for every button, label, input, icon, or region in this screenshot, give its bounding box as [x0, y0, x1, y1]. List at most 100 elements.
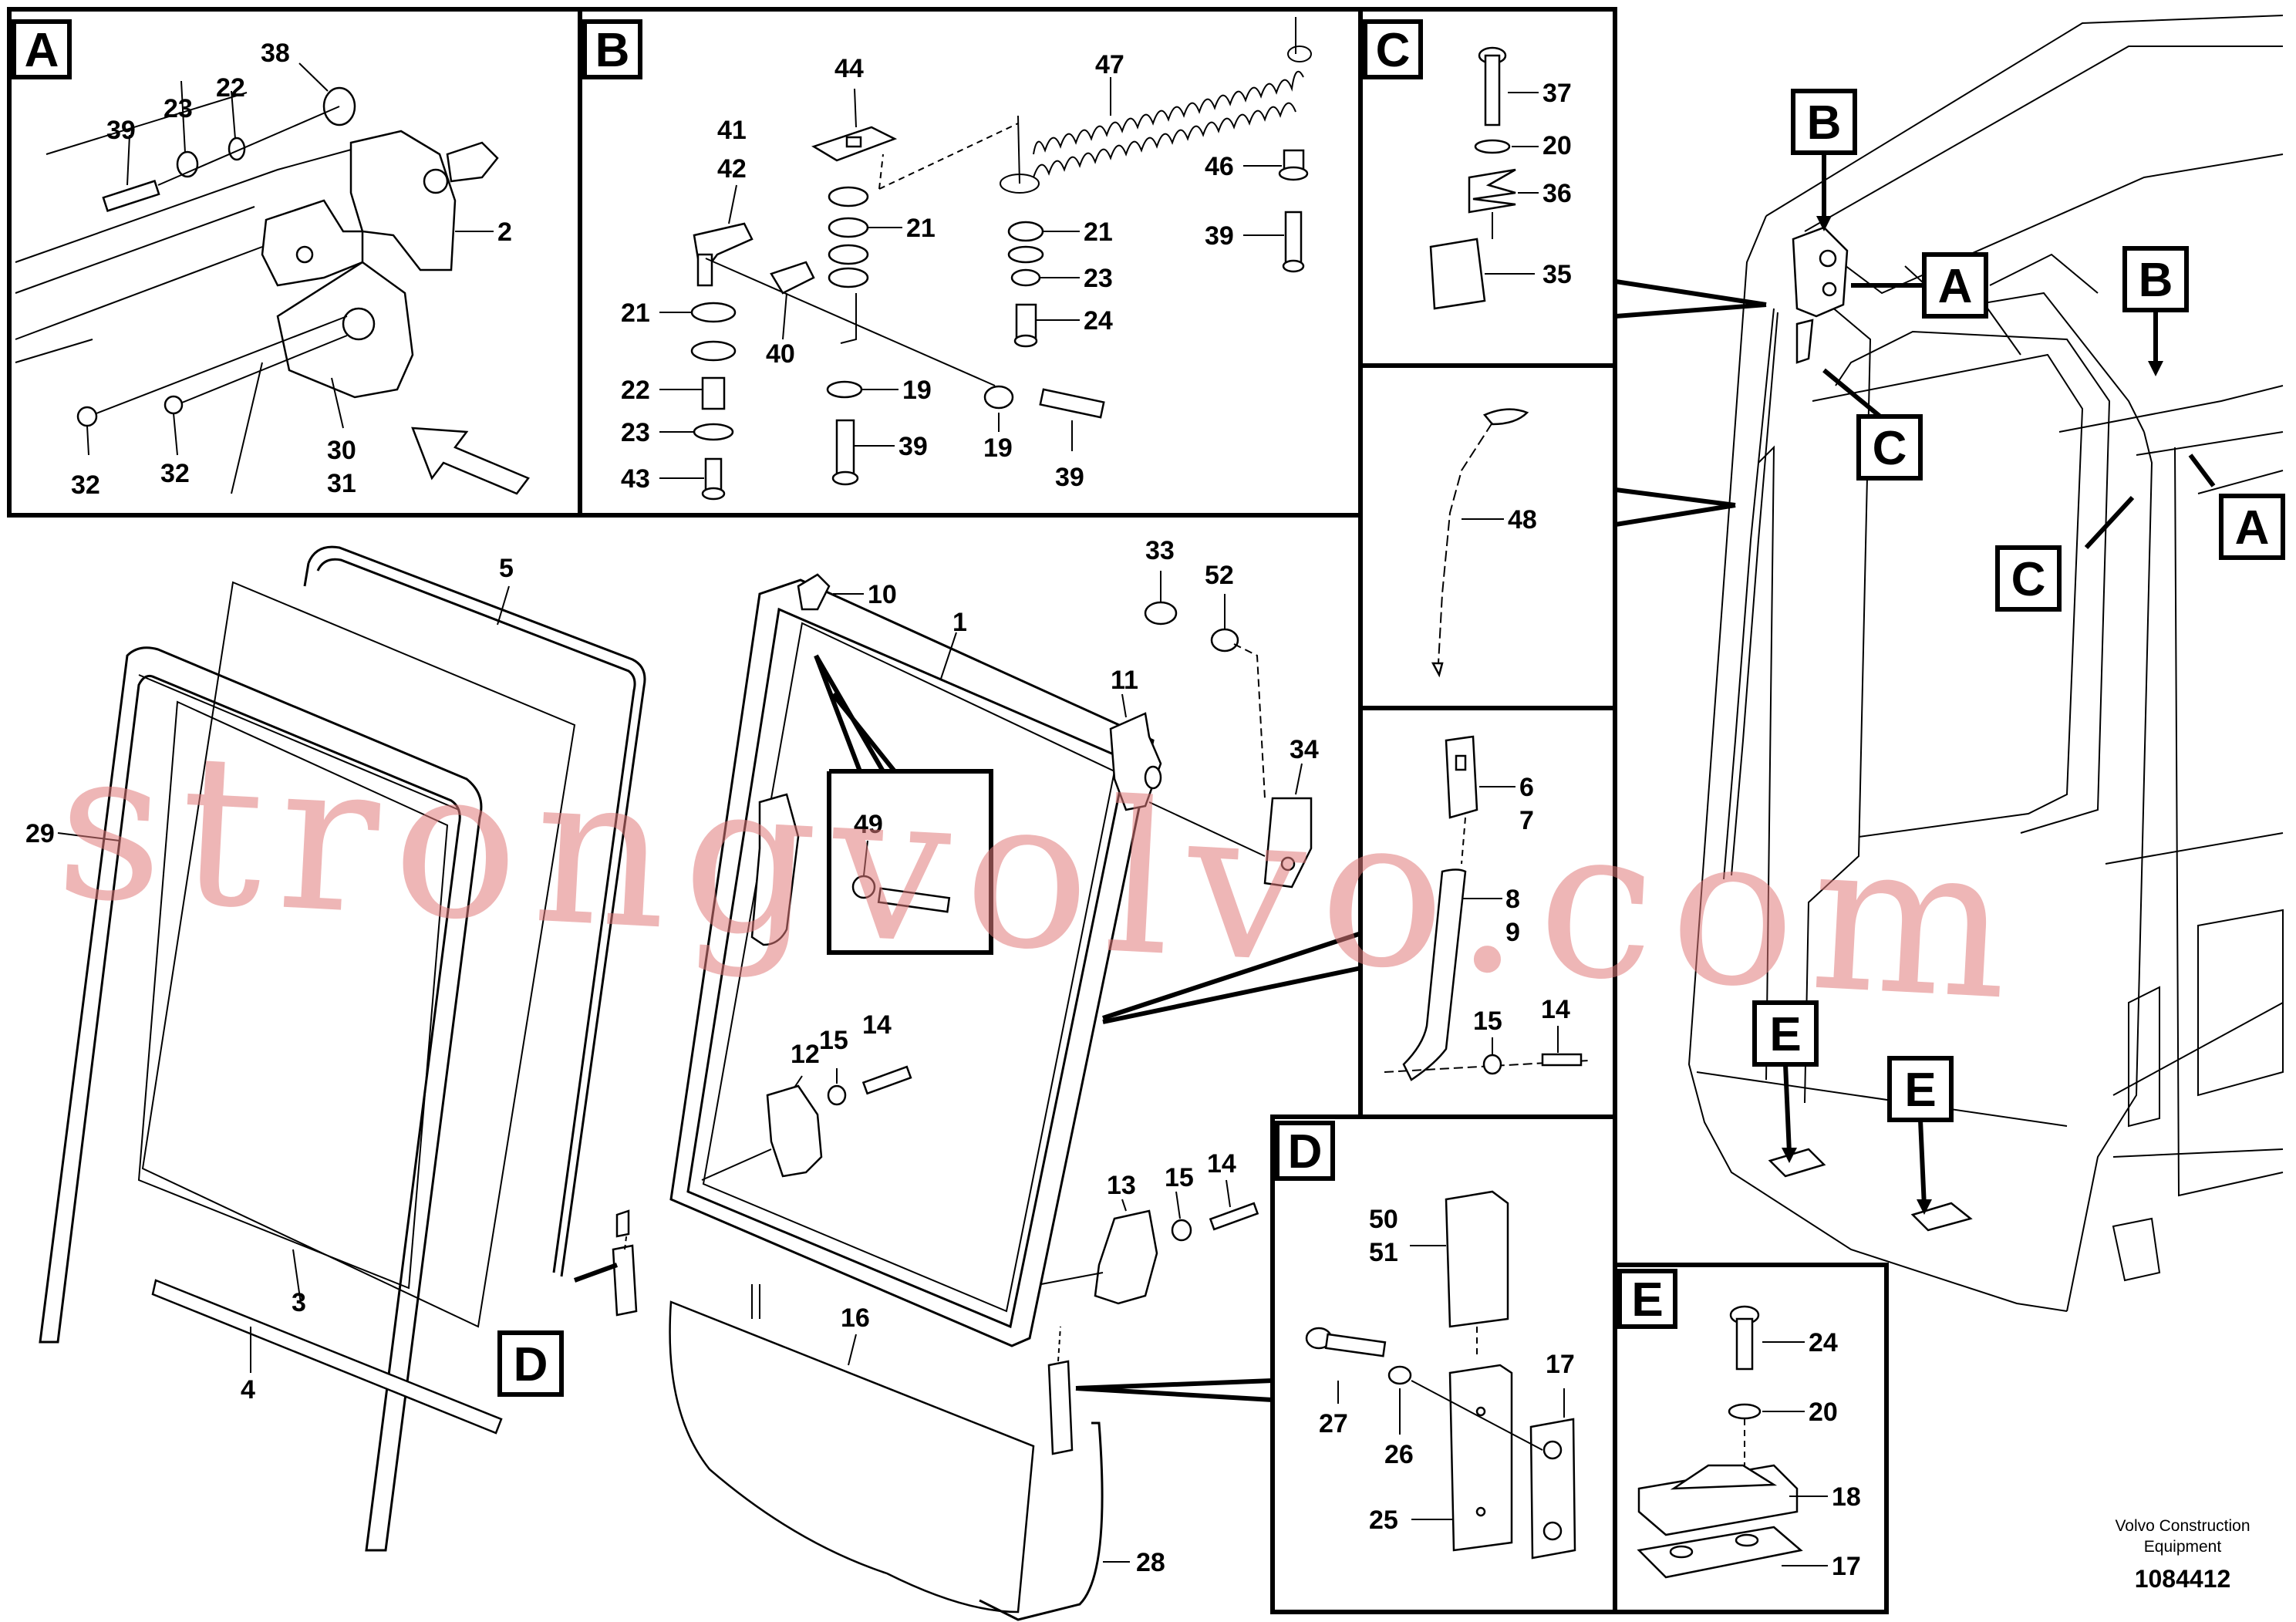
part-label: 24 — [1084, 306, 1113, 336]
part-label: 9 — [1505, 918, 1520, 947]
part-label: 14 — [1541, 995, 1570, 1024]
part-label: 39 — [1055, 463, 1084, 492]
part-label: 19 — [983, 433, 1013, 463]
part-label: 43 — [621, 464, 650, 494]
part-label: 36 — [1542, 179, 1572, 208]
part-label: 29 — [25, 819, 55, 848]
part-label: 50 — [1369, 1205, 1398, 1234]
part-label: 42 — [717, 154, 747, 184]
panel-frames — [7, 7, 1889, 1614]
panel-c-label: C — [1363, 19, 1423, 79]
part-label: 28 — [1136, 1548, 1165, 1577]
part-label: 22 — [216, 73, 245, 103]
callout-letter: D — [514, 1338, 548, 1391]
part-label: 33 — [1145, 536, 1175, 565]
callout-boxes: A B C D E B A B — [12, 19, 2285, 1397]
panel-d-letter: D — [1288, 1125, 1323, 1179]
part-label: 4 — [241, 1375, 255, 1404]
callout-e-left: E — [1752, 1000, 1819, 1067]
part-label: 39 — [106, 116, 136, 145]
part-label: 47 — [1095, 50, 1124, 79]
part-label: 23 — [164, 94, 193, 123]
part-label: 38 — [261, 39, 290, 68]
company-name-line2: Equipment — [2144, 1538, 2222, 1556]
panel-b-label: B — [582, 19, 642, 79]
part-label: 21 — [906, 214, 936, 243]
door-assembly: 5 29 3 4 1 10 33 52 11 34 49 12 15 14 13… — [25, 536, 1362, 1621]
part-label: 3 — [292, 1288, 306, 1317]
callout-b-right: B — [2122, 246, 2189, 312]
callout-a-top: A — [1922, 252, 1988, 319]
part-label: 11 — [1111, 666, 1138, 695]
part-label: 39 — [1205, 221, 1234, 251]
callout-letter: A — [1938, 260, 1973, 313]
part-label: 15 — [1165, 1163, 1194, 1192]
panel-a: 39 23 22 38 2 30 31 32 32 — [15, 39, 530, 500]
part-label: 40 — [766, 339, 795, 369]
cabin-outline — [573, 15, 2284, 1312]
part-label: 46 — [1205, 152, 1234, 181]
part-label: 23 — [621, 418, 650, 447]
part-label: 34 — [1290, 735, 1319, 764]
panel-c-letter: C — [1376, 24, 1411, 77]
panel-b-letter: B — [595, 24, 630, 77]
part-label: 32 — [160, 459, 190, 488]
panel-c: 37 20 36 35 — [1429, 46, 1572, 310]
part-label: 35 — [1542, 260, 1572, 289]
part-label: 30 — [327, 436, 356, 465]
callout-e-right: E — [1887, 1056, 1954, 1122]
panel-e-frame — [1613, 1263, 1889, 1614]
callout-letter: E — [1769, 1008, 1801, 1061]
callout-letter: C — [2011, 553, 2046, 606]
part-label: 49 — [854, 810, 883, 839]
part-label: 24 — [1809, 1328, 1838, 1357]
footer: Volvo Construction Equipment 1084412 — [2115, 1517, 2250, 1593]
callout-b-top: B — [1791, 89, 1857, 155]
panel-rod: 48 — [1431, 408, 1537, 678]
part-label: 20 — [1542, 131, 1572, 160]
part-label: 32 — [71, 470, 100, 500]
part-label: 15 — [1473, 1007, 1502, 1036]
part-label: 17 — [1546, 1350, 1575, 1379]
part-label: 10 — [868, 580, 897, 609]
part-label: 26 — [1384, 1440, 1414, 1469]
part-label: 51 — [1369, 1238, 1398, 1267]
callout-c-left: C — [1995, 545, 2062, 612]
drawing-id: 1084412 — [2135, 1565, 2231, 1593]
part-label: 13 — [1107, 1171, 1136, 1200]
panel-e: 24 20 18 17 — [1637, 1305, 1861, 1581]
part-label: 14 — [862, 1010, 892, 1040]
part-label: 15 — [819, 1026, 848, 1055]
part-label: 1 — [952, 608, 967, 637]
callout-c-mid: C — [1856, 414, 1923, 481]
callout-a-right: A — [2219, 494, 2285, 560]
callout-letter: B — [1807, 96, 1842, 150]
panel-d: 50 51 27 26 17 25 — [1305, 1190, 1576, 1560]
company-name-line1: Volvo Construction — [2115, 1517, 2250, 1535]
part-label: 14 — [1207, 1149, 1236, 1179]
part-label: 31 — [327, 469, 356, 498]
panel-d-label: D — [1275, 1121, 1335, 1181]
callout-d-door: D — [497, 1330, 564, 1397]
callout-letter: E — [1904, 1064, 1936, 1117]
part-label: 7 — [1519, 806, 1534, 835]
part-label: 39 — [899, 432, 928, 461]
part-label: 25 — [1369, 1506, 1398, 1535]
part-label: 18 — [1832, 1482, 1861, 1512]
panel-e-label: E — [1617, 1269, 1677, 1329]
panel-e-letter: E — [1631, 1273, 1663, 1327]
part-label: 20 — [1809, 1398, 1838, 1427]
part-label: 21 — [1084, 218, 1113, 247]
part-label: 44 — [834, 54, 864, 83]
part-label: 48 — [1508, 505, 1537, 534]
callout-letter: C — [1873, 422, 1907, 475]
part-label: 52 — [1205, 561, 1234, 590]
part-label: 12 — [791, 1040, 820, 1069]
part-label: 37 — [1542, 79, 1572, 108]
callout-letter: B — [2139, 254, 2173, 307]
part-label: 23 — [1084, 264, 1113, 293]
part-label: 17 — [1832, 1552, 1861, 1581]
callout-letter: A — [2235, 501, 2270, 555]
part-label: 6 — [1519, 773, 1534, 802]
